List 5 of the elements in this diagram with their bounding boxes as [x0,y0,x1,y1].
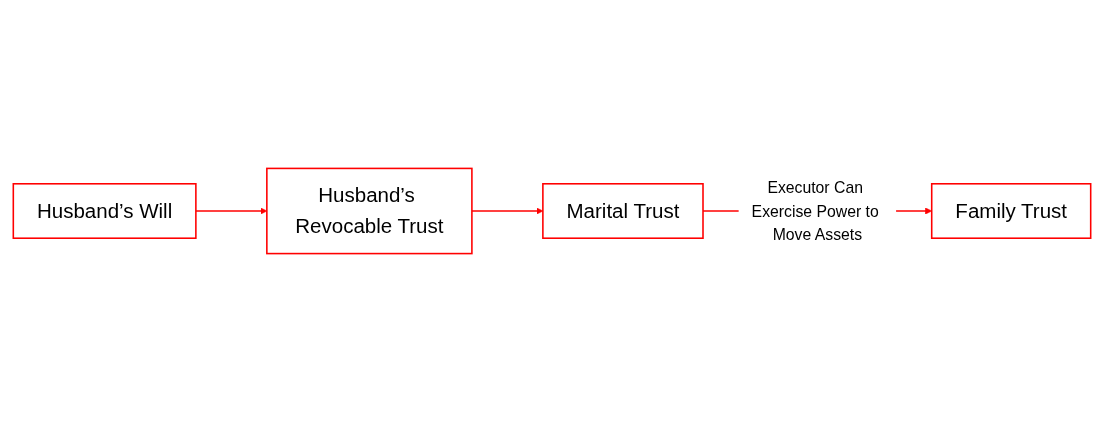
edge-label: Executor Can Exercise Power to Move Assets [751,178,879,243]
node-box: Family Trust [930,182,1091,239]
node-box: Marital Trust [541,182,704,239]
node-box: Husband’s Revocable Trust [265,167,473,254]
node-box: Husband’s Will [12,182,197,239]
